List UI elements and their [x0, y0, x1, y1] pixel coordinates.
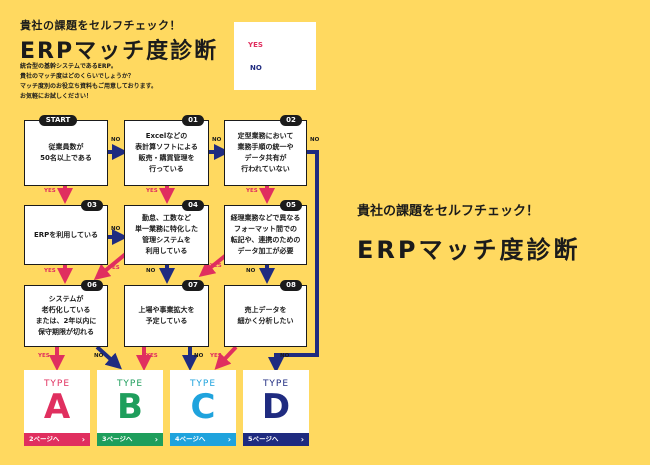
type-letter: A — [43, 387, 71, 427]
node-tag: 03 — [81, 200, 103, 211]
no-label: NO — [111, 137, 121, 143]
legend-yes-label: YES — [248, 41, 263, 49]
node-07: 07 上場や事業拡大を 予定している — [124, 280, 209, 347]
type-letter: B — [117, 387, 143, 427]
node-text: システムが 老朽化している または、2年以内に 保守期限が切れる — [35, 295, 97, 336]
node-text: 従業員数が 50名以上である — [40, 143, 92, 162]
node-tag: 05 — [280, 200, 302, 211]
no-label: NO — [94, 353, 104, 359]
type-b-card[interactable]: TYPE B 3ページへ › — [97, 370, 163, 446]
node-text: Excelなどの 表計算ソフトによる 販売・購買管理を 行っている — [135, 132, 198, 173]
type-link-bar[interactable]: 5ページへ › — [243, 433, 309, 446]
type-letter: D — [261, 387, 291, 427]
no-label: NO — [194, 353, 204, 359]
no-label: NO — [280, 353, 290, 359]
node-tag: 08 — [280, 280, 302, 291]
intro-line: マッチ度別のお役立ち資料もご用意しております。 — [20, 83, 158, 90]
node-text: 売上データを 細かく分析したい — [237, 306, 294, 325]
node-tag: 02 — [280, 115, 302, 126]
right-subtitle: 貴社の課題をセルフチェック！ — [357, 204, 540, 219]
node-text: 上場や事業拡大を 予定している — [138, 306, 195, 325]
intro-line: お気軽にお試しください！ — [20, 93, 93, 100]
node-01: 01 Excelなどの 表計算ソフトによる 販売・購買管理を 行っている — [124, 115, 209, 186]
chevron-right-icon: › — [81, 435, 85, 444]
node-tag: 07 — [182, 280, 204, 291]
yes-label: YES — [246, 188, 258, 194]
node-tag: 01 — [182, 115, 204, 126]
page-link-text: 2ページへ — [29, 435, 60, 443]
chevron-right-icon: › — [227, 435, 231, 444]
no-label: NO — [212, 137, 222, 143]
yes-label: YES — [44, 268, 56, 274]
type-c-card[interactable]: TYPE C 4ページへ › — [170, 370, 236, 446]
yes-label: YES — [38, 353, 50, 359]
chevron-right-icon: › — [154, 435, 158, 444]
type-label: TYPE — [116, 379, 144, 389]
type-link-bar[interactable]: 4ページへ › — [170, 433, 236, 446]
type-a-card[interactable]: TYPE A 2ページへ › — [24, 370, 90, 446]
header-subtitle: 貴社の課題をセルフチェック！ — [20, 19, 181, 32]
no-label: NO — [310, 137, 320, 143]
legend: YES NO — [234, 22, 316, 90]
intro-line: 貴社のマッチ度はどのくらいでしょうか？ — [20, 73, 134, 80]
type-link-bar[interactable]: 2ページへ › — [24, 433, 90, 446]
node-text: 経理業務などで異なる フォーマット間での 転記や、連携のための データ加工が必要 — [230, 214, 301, 255]
type-d-card[interactable]: TYPE D 5ページへ › — [243, 370, 309, 446]
yes-label: YES — [108, 265, 120, 271]
yes-label: YES — [210, 353, 222, 359]
yes-label: YES — [146, 353, 158, 359]
type-label: TYPE — [262, 379, 290, 389]
node-05: 05 経理業務などで異なる フォーマット間での 転記や、連携のための データ加工… — [224, 200, 307, 265]
intro-text: 統合型の基幹システムであるERP。 貴社のマッチ度はどのくらいでしょうか？ マッ… — [20, 62, 157, 102]
node-04: 04 勤怠、工数など 単一業務に特化した 管理システムを 利用している — [124, 200, 209, 265]
node-tag: 06 — [81, 280, 103, 291]
right-title: ERPマッチ度診断 — [357, 236, 581, 264]
node-start: START 従業員数が 50名以上である — [24, 115, 108, 186]
page-title: ERPマッチ度診断 — [20, 39, 219, 64]
node-text: 勤怠、工数など 単一業務に特化した 管理システムを 利用している — [135, 214, 198, 255]
intro-line: 統合型の基幹システムであるERP。 — [20, 63, 117, 70]
node-03: 03 ERPを利用している — [24, 200, 108, 265]
node-02: 02 定型業務において 業務手順の統一や データ共有が 行われていない — [224, 115, 307, 186]
page-link-text: 4ページへ — [175, 435, 206, 443]
node-08: 08 売上データを 細かく分析したい — [224, 280, 307, 347]
yes-label: YES — [44, 188, 56, 194]
node-06: 06 システムが 老朽化している または、2年以内に 保守期限が切れる — [24, 280, 108, 347]
no-label: NO — [146, 268, 156, 274]
chevron-right-icon: › — [300, 435, 304, 444]
legend-no-label: NO — [250, 64, 262, 72]
node-tag: START — [39, 115, 77, 126]
type-label: TYPE — [43, 379, 71, 389]
no-label: NO — [246, 268, 256, 274]
page-link-text: 5ページへ — [248, 435, 279, 443]
node-text: ERPを利用している — [33, 230, 99, 239]
type-link-bar[interactable]: 3ページへ › — [97, 433, 163, 446]
yes-label: YES — [210, 263, 222, 269]
page-link-text: 3ページへ — [102, 435, 133, 443]
type-label: TYPE — [189, 379, 217, 389]
node-tag: 04 — [182, 200, 204, 211]
no-label: NO — [111, 226, 121, 232]
type-letter: C — [190, 387, 216, 427]
yes-label: YES — [146, 188, 158, 194]
node-text: 定型業務において 業務手順の統一や データ共有が 行われていない — [237, 132, 294, 173]
